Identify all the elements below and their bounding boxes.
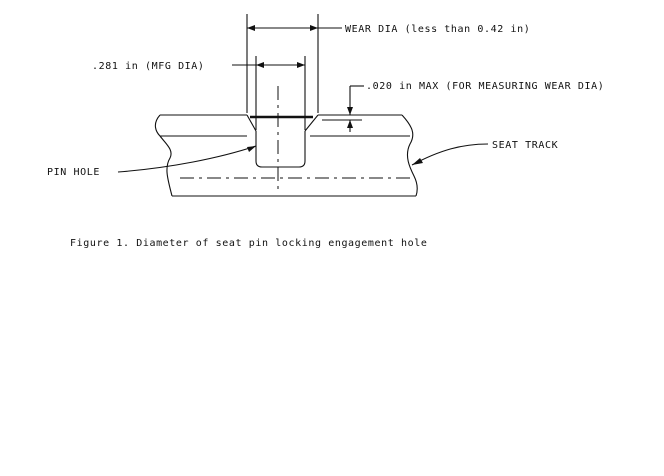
pin-hole-arrow <box>247 146 256 152</box>
pin-hole-label: PIN HOLE <box>47 167 100 178</box>
max-depth-arrow-up <box>347 120 353 128</box>
pin-hole-callout: PIN HOLE <box>47 145 257 178</box>
seat-track-body <box>154 114 418 197</box>
wear-chamfer-right <box>304 114 319 132</box>
figure-caption: Figure 1. Diameter of seat pin locking e… <box>70 238 428 249</box>
wear-chamfer-left <box>246 114 257 132</box>
seat-track-leader <box>411 143 489 166</box>
max-depth-dimension: .020 in MAX (FOR MEASURING WEAR DIA) <box>320 81 604 132</box>
seat-track-label: SEAT TRACK <box>492 140 558 151</box>
track-left-break <box>154 114 173 197</box>
max-depth-arrow-down <box>347 107 353 115</box>
wear-dia-dimension: WEAR DIA (less than 0.42 in) <box>246 14 530 113</box>
seat-track-arrow <box>412 158 423 165</box>
mfg-dia-label: .281 in (MFG DIA) <box>92 61 205 72</box>
mfg-dia-arrow-left <box>256 62 264 68</box>
track-right-break <box>401 114 418 197</box>
mfg-dia-arrow-right <box>297 62 305 68</box>
wear-dia-arrow-left <box>247 25 255 31</box>
max-depth-label: .020 in MAX (FOR MEASURING WEAR DIA) <box>366 81 604 92</box>
pin-hole-outline <box>255 131 306 168</box>
wear-dia-arrow-right <box>310 25 318 31</box>
pin-hole-leader <box>117 145 257 173</box>
pin-hole <box>246 114 319 168</box>
seat-track-callout: SEAT TRACK <box>411 140 558 166</box>
mfg-dia-dimension: .281 in (MFG DIA) <box>92 56 306 130</box>
wear-dia-label: WEAR DIA (less than 0.42 in) <box>345 24 530 35</box>
